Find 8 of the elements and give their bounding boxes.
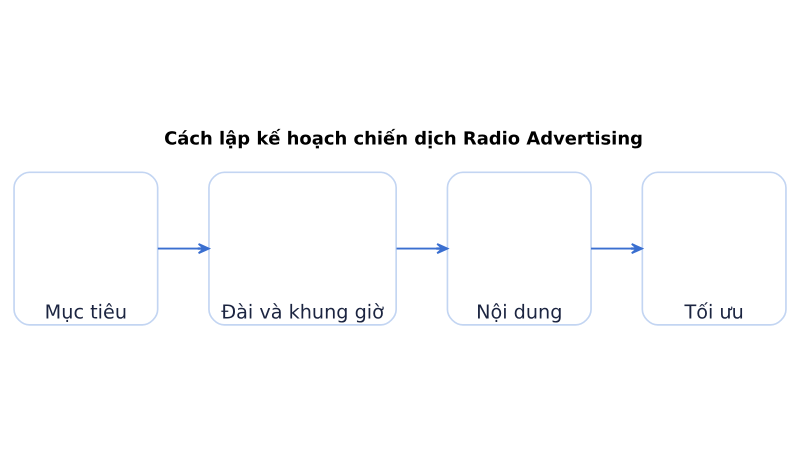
node-box: Tối ưu [642,170,787,326]
node-box: Mục tiêu [13,170,158,326]
diagram-title: Cách lập kế hoạch chiến dịch Radio Advertising [164,128,643,149]
arrow [396,242,448,254]
arrow [591,242,643,254]
arrow [158,242,210,254]
node-box: Nội dung [446,170,592,326]
node-box: Đài và khung giờ [208,170,397,326]
